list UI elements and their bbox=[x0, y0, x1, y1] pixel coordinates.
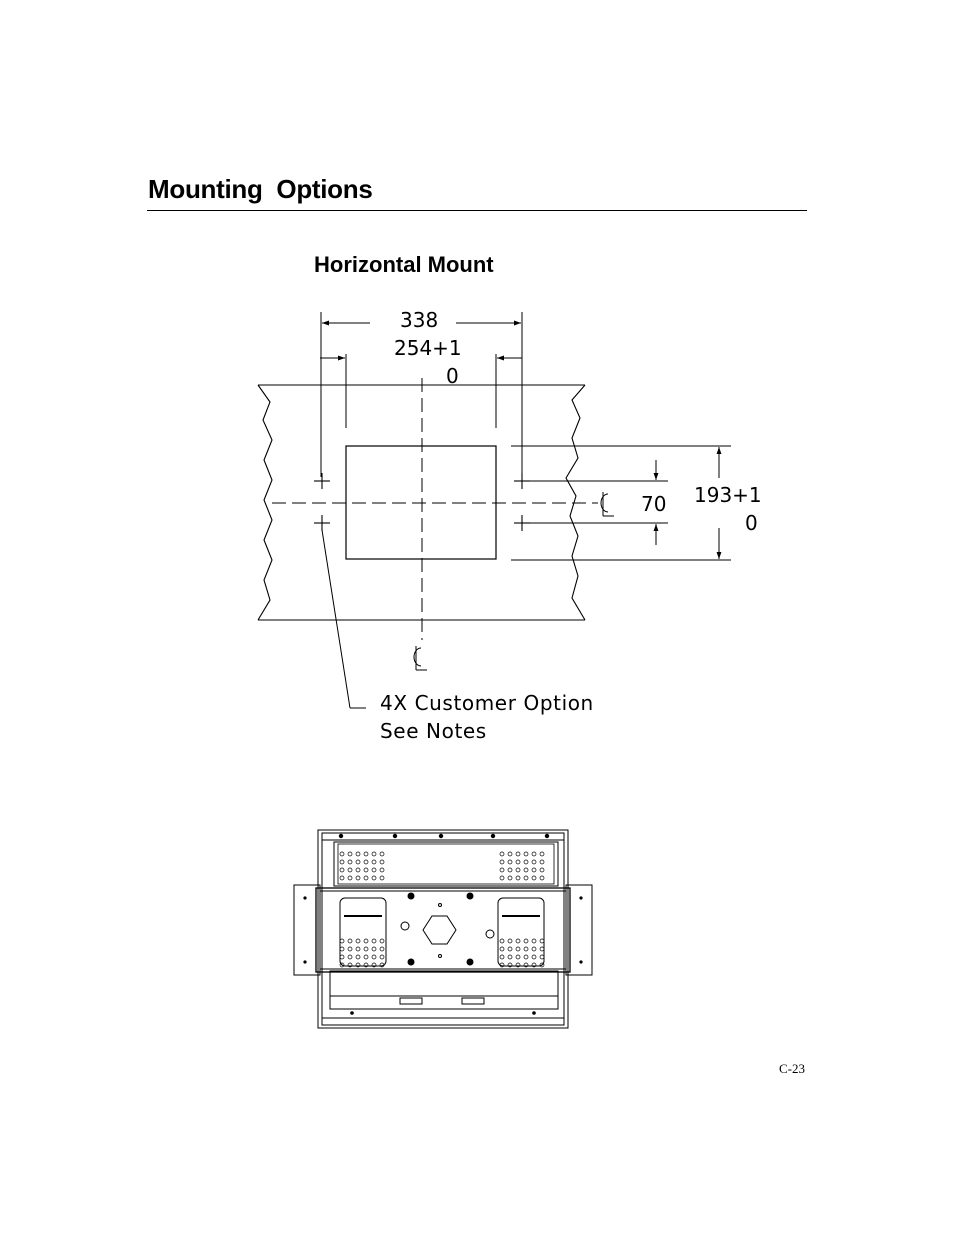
section-title: Mounting Options bbox=[148, 174, 373, 204]
centerlines bbox=[272, 378, 598, 640]
monitor-rear-view-illustration bbox=[293, 829, 593, 1029]
right-slot-plate bbox=[497, 897, 545, 967]
width-dimensions bbox=[320, 312, 523, 477]
page-number: C-23 bbox=[779, 1061, 805, 1076]
callout-text-line1: 4X Customer Option bbox=[380, 691, 594, 715]
left-slot-plate bbox=[339, 897, 387, 967]
dim-hole-spacing: 70 bbox=[641, 492, 666, 516]
title-rule bbox=[147, 210, 807, 211]
lower-panel bbox=[329, 970, 559, 1010]
vent-hole-grids bbox=[339, 851, 545, 968]
height-dimensions bbox=[511, 445, 731, 561]
dim-cutout-height-tolerance: 0 bbox=[745, 511, 758, 535]
mounting-bracket bbox=[315, 887, 571, 973]
centerline-symbols bbox=[413, 492, 614, 671]
monitor-chassis bbox=[317, 829, 569, 1029]
dim-overall-width: 338 bbox=[400, 308, 438, 332]
dim-cutout-width: 254+1 bbox=[394, 336, 462, 360]
callout-leader bbox=[321, 529, 366, 709]
dim-cutout-width-tolerance: 0 bbox=[446, 364, 459, 388]
center-hex-cutout bbox=[422, 915, 457, 945]
callout-text-line2: See Notes bbox=[380, 719, 487, 743]
dim-cutout-height: 193+1 bbox=[694, 483, 762, 507]
upper-vent-panel bbox=[333, 841, 559, 887]
subsection-title: Horizontal Mount bbox=[314, 252, 494, 277]
